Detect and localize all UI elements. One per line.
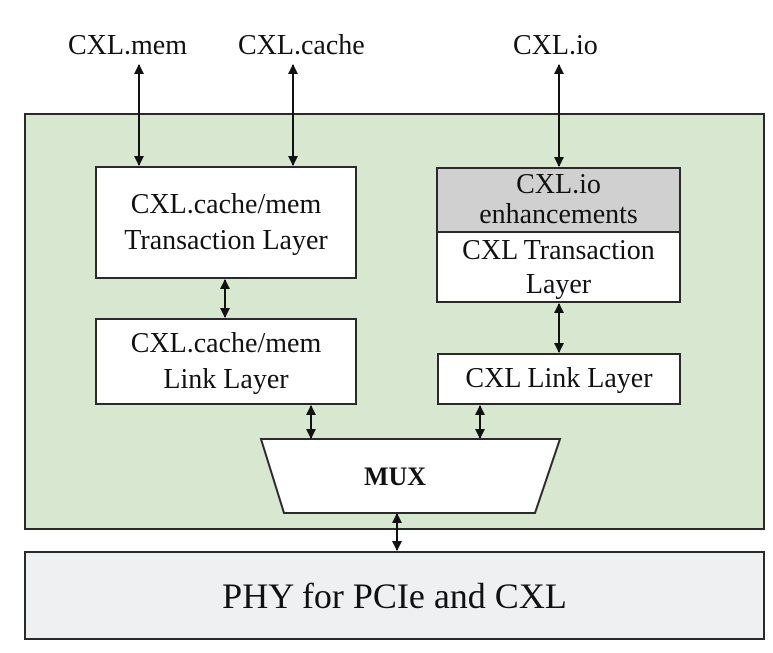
cache-mem-link-layer: CXL.cache/mem Link Layer — [95, 318, 357, 405]
io-enhancements-box: CXL.io enhancements — [438, 169, 679, 233]
cache-mem-transaction-line-1: CXL.cache/mem — [130, 188, 322, 220]
io-transaction-layer-box: CXL Transaction Layer — [438, 233, 679, 303]
io-enhancements-line-2: enhancements — [479, 199, 638, 230]
io-link-layer: CXL Link Layer — [437, 353, 681, 405]
mux-label: MUX — [363, 462, 427, 491]
cache-mem-link-line-2: Link Layer — [163, 363, 289, 395]
phy-label: PHY for PCIe and CXL — [222, 575, 567, 616]
label-cxl-mem: CXL.mem — [68, 30, 187, 61]
cache-mem-transaction-line-2: Transaction Layer — [124, 224, 328, 256]
cache-mem-link-line-1: CXL.cache/mem — [130, 327, 322, 359]
io-transaction-line-2: Layer — [525, 269, 592, 300]
io-enhancements-line-1: CXL.io — [516, 169, 601, 200]
io-link-label: CXL Link Layer — [465, 363, 653, 394]
mux-shape — [259, 438, 562, 514]
cache-mem-transaction-layer: CXL.cache/mem Transaction Layer — [95, 166, 357, 279]
phy-layer: PHY for PCIe and CXL — [24, 551, 765, 640]
io-transaction-line-1: CXL Transaction — [462, 235, 655, 266]
label-cxl-io: CXL.io — [513, 30, 598, 61]
label-cxl-cache: CXL.cache — [238, 30, 365, 61]
io-transaction-stack: CXL.io enhancements CXL Transaction Laye… — [436, 167, 681, 303]
